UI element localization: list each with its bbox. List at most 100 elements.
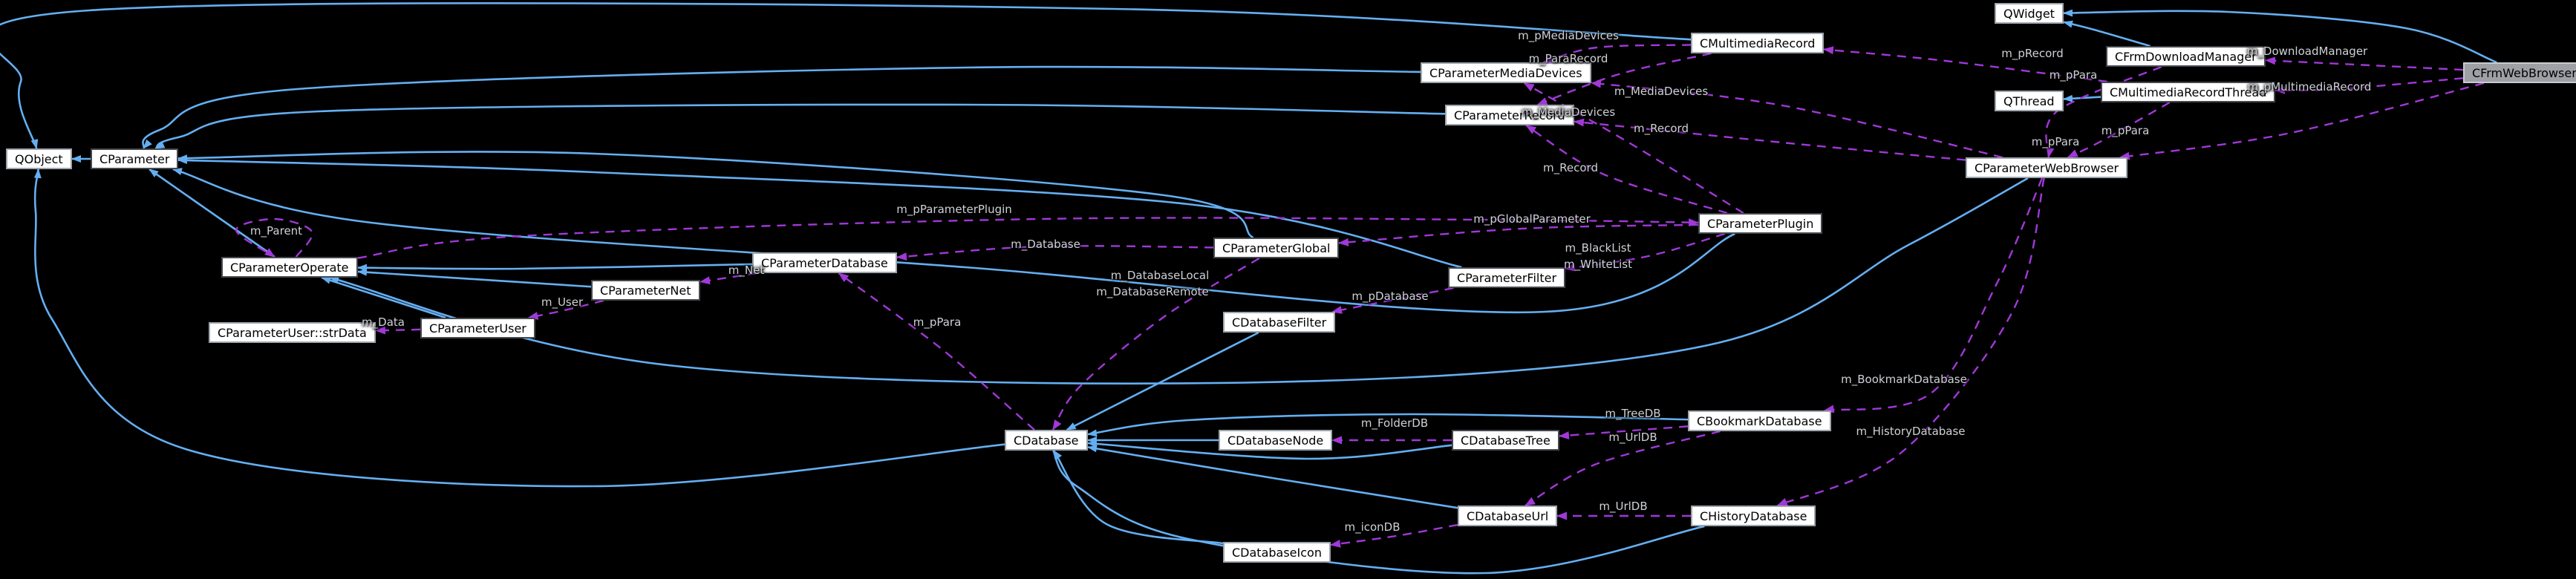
node-CDatabaseUrl[interactable]: CDatabaseUrl <box>1458 506 1558 526</box>
node-CParameterWebBrowser[interactable]: CParameterWebBrowser <box>1966 157 2128 178</box>
usage-edge-CFrmDownloadManager-to-CParameterWebBrowser <box>2045 65 2162 158</box>
node-CDatabaseNode[interactable]: CDatabaseNode <box>1219 430 1333 451</box>
edge-label-m_WhiteList: m_WhiteList <box>1564 258 1632 271</box>
node-CParameterNet[interactable]: CParameterNet <box>591 280 700 301</box>
edge-label-m_pPara: m_pPara <box>2049 68 2098 82</box>
node-QObject[interactable]: QObject <box>6 148 72 169</box>
edge-label-m_pRecord: m_pRecord <box>2001 47 2064 60</box>
inheritance-edge-CParameterOperate-to-CParameter <box>149 168 275 258</box>
node-CParameterGlobal[interactable]: CParameterGlobal <box>1213 238 1340 258</box>
usage-edge-CFrmWebBrowser-to-CMultimediaRecordThread <box>2275 77 2464 94</box>
edge-label-m_UrlDB: m_UrlDB <box>1608 431 1657 444</box>
node-CParameterMediaDevices[interactable]: CParameterMediaDevices <box>1421 62 1591 83</box>
edge-label-m_pMediaDevices: m_pMediaDevices <box>1518 29 1619 42</box>
node-CDatabaseIcon[interactable]: CDatabaseIcon <box>1223 542 1331 563</box>
edge-label-m_FolderDB: m_FolderDB <box>1360 416 1429 430</box>
inheritance-edge-CParameterMediaDevices-to-CParameter <box>142 65 1421 149</box>
inheritance-edge-CParameterRecord-to-CParameter <box>154 103 1446 150</box>
usage-edge-CParameterOperate-to-CParameterOperate <box>235 217 313 258</box>
usage-edge-CParameterWebBrowser-to-CParameterMediaDevices <box>1591 79 2003 159</box>
edge-label-m_TreeDB: m_TreeDB <box>1605 407 1661 420</box>
usage-edge-CParameterPlugin-to-CParameterFilter <box>1565 232 1725 272</box>
edge-label-m_DownloadManager: m_DownloadManager <box>2246 45 2368 58</box>
edge-label-m_Record: m_Record <box>1543 161 1598 174</box>
inheritance-edge-CDatabase-to-QObject <box>33 169 1005 488</box>
inheritance-edge-CDatabaseTree-to-CDatabase <box>1087 439 1452 460</box>
node-CMultimediaRecord[interactable]: CMultimediaRecord <box>1691 33 1825 53</box>
usage-edge-CParameterPlugin-to-CParameterRecord <box>1525 124 1728 215</box>
usage-edge-CDatabaseUrl-to-CDatabaseIcon <box>1330 523 1458 548</box>
inheritance-edge-CBookmarkDatabase-to-CDatabase <box>1087 413 1689 437</box>
edge-label-m_pGlobalParameter: m_pGlobalParameter <box>1473 212 1591 226</box>
edge-label-m_pPara: m_pPara <box>2031 135 2080 148</box>
edge-label-m_MediaDevices: m_MediaDevices <box>1521 105 1616 119</box>
edge-label-m_Record: m_Record <box>1634 122 1689 135</box>
usage-edge-CParameterFilter-to-CDatabaseFilter <box>1331 287 1454 314</box>
inheritance-edge-CDatabaseIcon-to-CDatabase <box>1052 450 1224 545</box>
edge-label-m_iconDB: m_iconDB <box>1344 520 1401 534</box>
node-QWidget[interactable]: QWidget <box>1995 3 2064 24</box>
node-QThread[interactable]: QThread <box>1995 91 2064 111</box>
edge-label-m_BlackList: m_BlackList <box>1565 241 1631 255</box>
usage-edge-CParameterWebBrowser-to-CHistoryDatabase <box>1776 177 2045 507</box>
inheritance-edge-CParameterFilter-to-CParameter <box>177 157 1462 269</box>
usage-edge-CParameterNet-to-CParameterUser <box>527 299 604 320</box>
inheritance-edge-CMultimediaRecord-to-QObject <box>0 1 1692 149</box>
node-CParameterRecord[interactable]: CParameterRecord <box>1445 105 1574 125</box>
usage-edge-CParameterGlobal-to-CParameterDatabase <box>896 245 1214 261</box>
inheritance-edge-CFrmWebBrowser-to-QWidget <box>2063 9 2497 64</box>
node-CFrmWebBrowser[interactable]: CFrmWebBrowser <box>2463 62 2576 83</box>
edge-label-m_DatabaseLocal: m_DatabaseLocal <box>1110 269 1210 282</box>
edge-label-m_pPara: m_pPara <box>2101 124 2150 137</box>
inheritance-edge-CDatabaseFilter-to-CDatabase <box>1066 331 1259 431</box>
node-CParameterFilter[interactable]: CParameterFilter <box>1448 267 1566 288</box>
node-CDatabase[interactable]: CDatabase <box>1005 430 1088 451</box>
edge-label-m_pMultimediaRecord: m_pMultimediaRecord <box>2247 80 2372 94</box>
inheritance-edge-CParameterUser-to-CParameterOperate <box>321 276 446 319</box>
inheritance-edge-CParameterPlugin-to-CParameter <box>172 168 1735 314</box>
edge-label-m_BookmarkDatabase: m_BookmarkDatabase <box>1841 373 1967 386</box>
usage-edge-CFrmWebBrowser-to-CParameterWebBrowser <box>2119 82 2485 160</box>
edge-label-m_HistoryDatabase: m_HistoryDatabase <box>1856 425 1966 438</box>
usage-edge-CParameterWebBrowser-to-CBookmarkDatabase <box>1823 177 2044 413</box>
edge-label-m_MediaDevices: m_MediaDevices <box>1614 85 1709 98</box>
inheritance-edge-CParameterGlobal-to-CParameter <box>177 151 1254 239</box>
node-CParameterUserStrData[interactable]: CParameterUser::strData <box>209 322 376 343</box>
edge-label-m_Net: m_Net <box>728 264 765 277</box>
inheritance-edge-CDatabaseUrl-to-CDatabase <box>1087 445 1458 509</box>
edge-label-m_pDatabase: m_pDatabase <box>1351 290 1429 303</box>
node-CParameterDatabase[interactable]: CParameterDatabase <box>752 252 897 273</box>
node-CParameterPlugin[interactable]: CParameterPlugin <box>1698 213 1823 234</box>
edge-label-m_ParaRecord: m_ParaRecord <box>1528 52 1608 65</box>
node-CParameterUser[interactable]: CParameterUser <box>420 318 535 338</box>
usage-edge-CMultimediaRecord-to-CParameterMediaDevices <box>1542 44 1692 64</box>
inheritance-edge-CParameterNet-to-CParameterOperate <box>357 268 592 288</box>
usage-edge-CMultimediaRecordThread-to-CMultimediaRecord <box>1823 46 2107 83</box>
edge-label-m_Parent: m_Parent <box>250 224 303 238</box>
edge-label-m_DatabaseRemote: m_DatabaseRemote <box>1096 285 1209 298</box>
usage-edge-CParameterOperate-to-CParameterPlugin <box>357 217 1699 259</box>
inheritance-edge-CFrmDownloadManager-to-QWidget <box>2063 20 2151 48</box>
edge-label-m_User: m_User <box>541 295 584 309</box>
edge-label-m_Data: m_Data <box>362 315 405 329</box>
node-CParameterOperate[interactable]: CParameterOperate <box>221 257 358 278</box>
node-CDatabaseTree[interactable]: CDatabaseTree <box>1452 430 1559 451</box>
node-CBookmarkDatabase[interactable]: CBookmarkDatabase <box>1688 410 1831 431</box>
node-CDatabaseFilter[interactable]: CDatabaseFilter <box>1223 312 1336 333</box>
usage-edge-CMultimediaRecordThread-to-CParameterWebBrowser <box>2067 101 2171 159</box>
node-CFrmDownloadManager[interactable]: CFrmDownloadManager <box>2106 46 2266 67</box>
node-CHistoryDatabase[interactable]: CHistoryDatabase <box>1691 506 1816 526</box>
edge-label-m_pParameterPlugin: m_pParameterPlugin <box>896 203 1012 216</box>
usage-edge-CFrmWebBrowser-to-CFrmDownloadManager <box>2265 56 2464 71</box>
inheritance-edge-CParameterDatabase-to-CParameterOperate <box>357 263 753 272</box>
edge-label-m_pPara: m_pPara <box>913 315 962 329</box>
usage-edge-CParameterPlugin-to-CParameterMediaDevices <box>1523 82 1744 215</box>
usage-edge-CParameterWebBrowser-to-CParameterRecord <box>1574 118 1966 161</box>
usage-edge-CBookmarkDatabase-to-CDatabaseUrl <box>1525 430 1721 507</box>
edge-label-m_Database: m_Database <box>1011 238 1080 251</box>
usage-edge-CBookmarkDatabase-to-CDatabaseTree <box>1559 425 1689 439</box>
usage-edge-CParameterDatabase-to-CParameterNet <box>700 272 757 285</box>
node-CParameter[interactable]: CParameter <box>91 148 179 169</box>
